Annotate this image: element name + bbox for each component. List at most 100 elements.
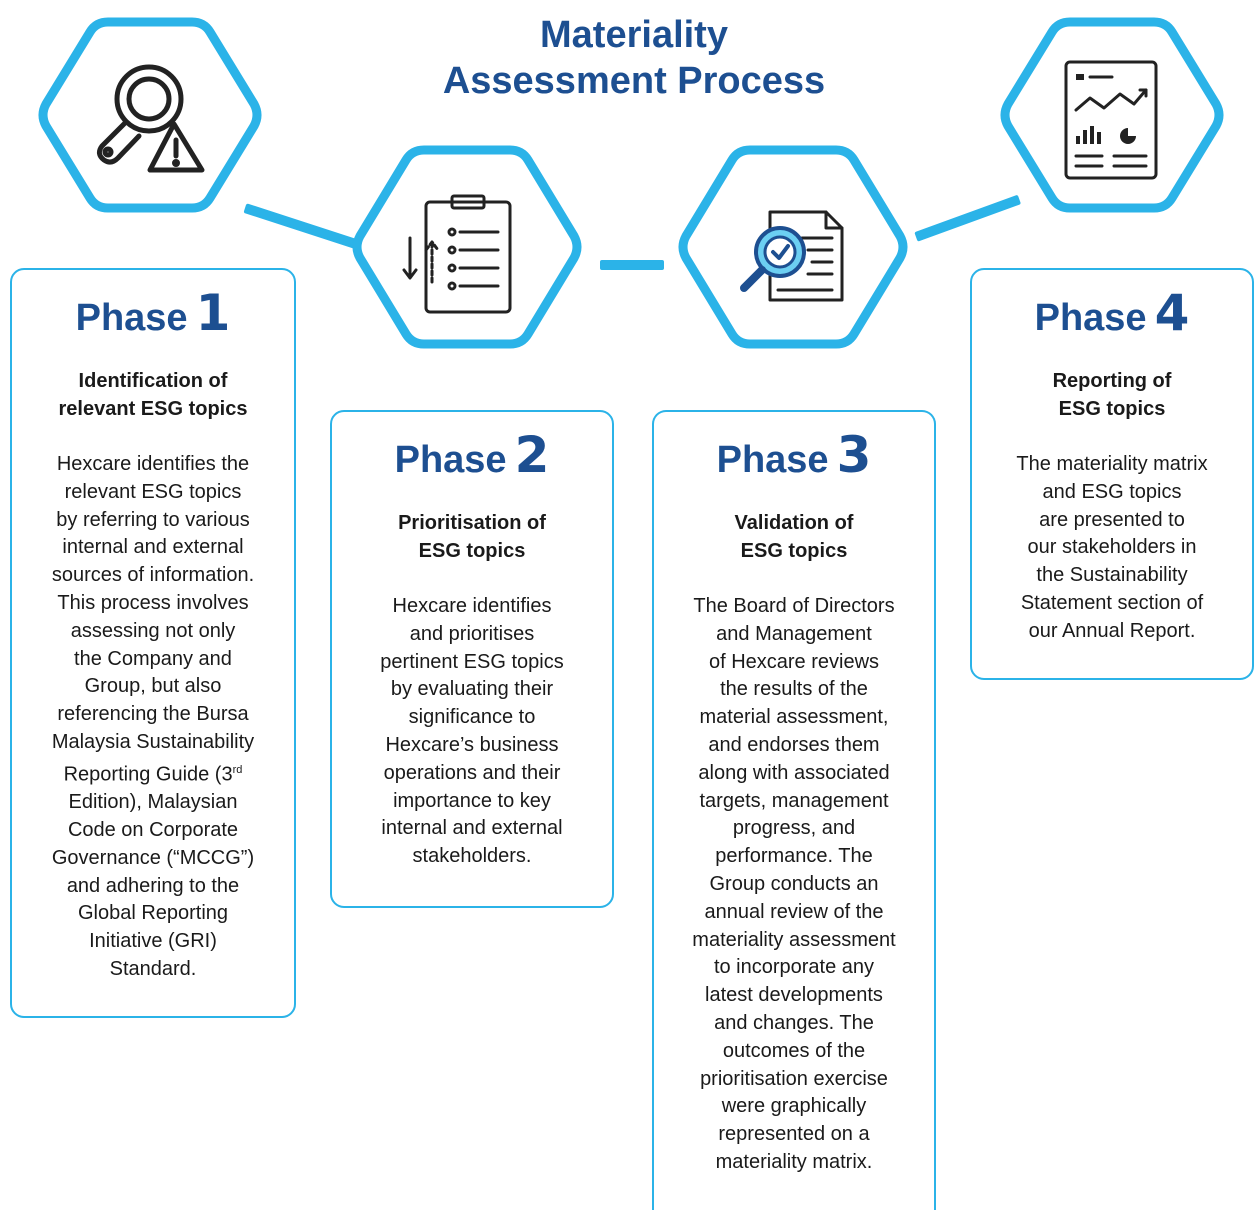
body-line: Standard. [109,958,197,980]
body-line: importance to key [393,789,551,812]
body-line: to incorporate any [713,956,875,979]
body-line: Malaysia Sustainability [51,730,255,753]
body-line: of Hexcare reviews [708,650,880,673]
body-line: our Annual Report. [1028,619,1196,642]
magnifier-warning-icon [96,64,205,173]
phase-4-hexagon [1000,17,1224,213]
phase-3-subtitle-line: ESG topics [740,540,848,562]
body-line: internal and external [381,817,563,840]
phase-3-description: The Board of Directors and Management of… [654,593,934,1177]
body-line: our stakeholders in [1027,536,1197,559]
document-magnifier-check-icon [740,210,844,302]
phase-2-subtitle: Prioritisation of ESG topics [332,509,612,565]
phase-1-subtitle-line: Identification of [78,370,228,392]
body-line: and changes. The [714,1011,874,1034]
body-line: materiality matrix. [715,1150,873,1173]
body-line: Governance (“MCCG”) [51,846,255,869]
body-line: represented on a [718,1123,870,1146]
body-line: are presented to [1039,508,1185,531]
body-line: Hexcare identifies [392,595,552,617]
body-line: assessing not only [70,619,236,642]
phase-4-description: The materiality matrix and ESG topics ar… [972,451,1252,646]
phase-2-subtitle-line: Prioritisation of [398,512,546,534]
body-line: annual review of the [704,900,884,923]
body-line: Group, but also [84,675,222,698]
phase-2-label: Phase [394,439,507,481]
body-line: Reporting Guide (3rd [63,763,243,786]
phase-2-number: 2 [514,426,550,484]
phase-2-description: Hexcare identifies and prioritises perti… [332,593,612,871]
body-line: were graphically [721,1095,867,1118]
body-line: and prioritises [409,622,535,645]
body-line: Edition), Malaysian [68,791,238,814]
body-line: and adhering to the [66,874,240,897]
phase-3-label: Phase [716,439,829,481]
body-line: internal and external [62,536,244,559]
phase-3-subtitle-line: Validation of [734,512,854,534]
phase-4-subtitle-line: ESG topics [1058,398,1166,420]
phase-3-subtitle: Validation of ESG topics [654,509,934,565]
body-line: referencing the Bursa [57,703,249,726]
connector-2-3 [600,260,664,270]
title-line-1: Materiality [540,14,728,56]
body-line: by referring to various [56,508,250,531]
body-line: pertinent ESG topics [380,650,564,673]
body-line: and ESG topics [1042,480,1182,503]
body-line: materiality assessment [692,928,896,951]
body-line: prioritisation exercise [700,1067,888,1090]
phase-2-hexagon [352,145,582,349]
body-line: the Sustainability [1036,564,1188,587]
phase-3-hexagon [678,145,908,349]
report-chart-icon [1064,60,1158,180]
phase-1-hexagon [38,17,262,213]
body-line: The materiality matrix [1016,453,1208,475]
body-line: material assessment, [699,706,889,729]
body-line: Global Reporting [77,902,229,925]
body-line: progress, and [732,817,856,840]
phase-1-subtitle-line: relevant ESG topics [58,398,248,420]
body-line: performance. The [715,845,873,868]
body-line: Statement section of [1020,591,1204,614]
body-line: operations and their [383,761,561,784]
phase-1-subtitle: Identification of relevant ESG topics [12,367,294,423]
body-line: relevant ESG topics [64,480,242,503]
phase-4-label: Phase [1034,297,1147,339]
body-line: sources of information. [51,564,255,587]
phase-4-subtitle-line: Reporting of [1052,370,1172,392]
phase-2-subtitle-line: ESG topics [418,540,526,562]
body-line: latest developments [705,984,883,1007]
body-line: and Management [716,622,872,645]
diagram-title: Materiality Assessment Process [400,12,868,104]
body-line: the Company and [74,647,232,670]
body-line: Group conducts an [709,872,879,895]
body-line: Hexcare’s business [385,733,559,756]
clipboard-checklist-icon [402,194,512,314]
body-line: by evaluating their [390,678,554,701]
body-line: Hexcare identifies the [56,453,250,475]
body-line: Code on Corporate [67,819,239,842]
body-line: significance to [408,706,536,729]
body-line: the results of the [720,678,868,701]
phase-3-number: 3 [836,426,872,484]
body-line: Initiative (GRI) [89,930,217,953]
body-line: The Board of Directors [693,595,895,617]
body-line: This process involves [57,591,249,614]
body-line: along with associated [698,761,890,784]
phase-1-number: 1 [195,284,231,342]
body-line: stakeholders. [412,845,532,868]
title-line-2: Assessment Process [442,60,826,102]
phase-1-description: Hexcare identifies the relevant ESG topi… [12,451,294,984]
body-line: outcomes of the [722,1039,866,1062]
phase-1-label: Phase [75,297,188,339]
phase-4-number: 4 [1154,284,1190,342]
body-line: targets, management [699,789,889,812]
body-line: and endorses them [708,733,880,756]
